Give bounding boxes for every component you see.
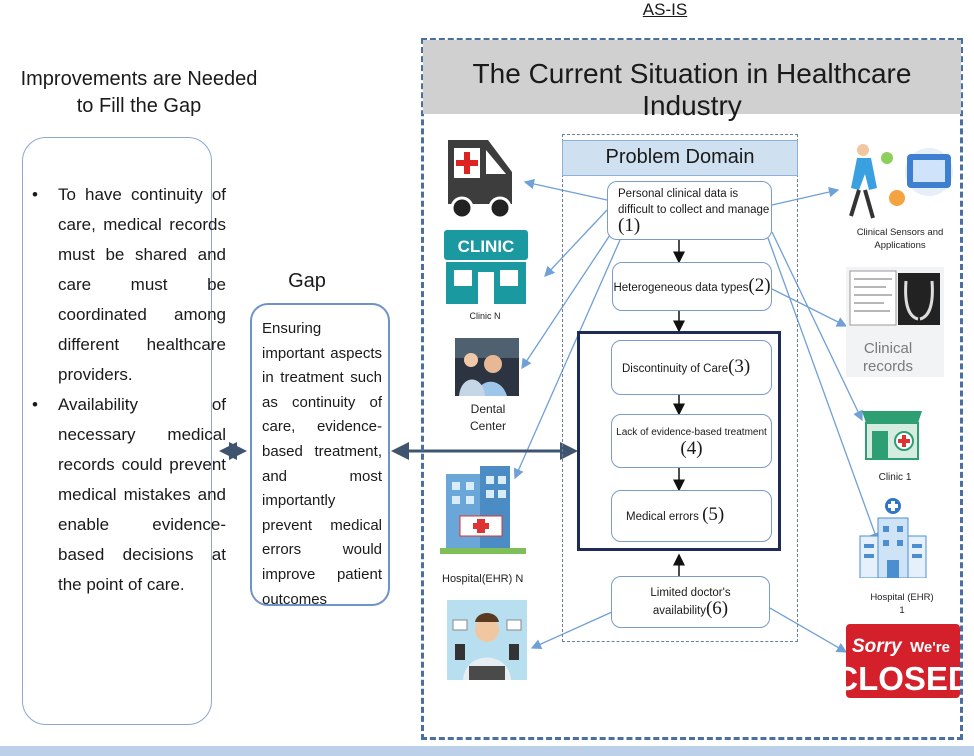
clinical-records-label: Clinical records	[862, 340, 914, 375]
clinical-records-icon	[846, 267, 944, 377]
as-is-label: AS-IS	[642, 0, 688, 19]
problem-node-1-num: (1)	[618, 214, 641, 236]
clinic-storefront-icon: CLINIC	[444, 230, 528, 304]
core-problems-box	[577, 331, 781, 551]
problem-node-4: Lack of evidence-based treatment (4)	[611, 414, 772, 468]
were-text: We're	[910, 639, 950, 656]
problem-domain-title: Problem Domain	[605, 146, 755, 168]
problem-node-3-text: Discontinuity of Care	[622, 362, 729, 375]
gap-box	[250, 303, 390, 606]
improvement-item: Availability of necessary medical record…	[32, 390, 226, 600]
sensors-label: Clinical Sensors and Applications	[856, 227, 944, 251]
busy-doctor-icon	[447, 600, 527, 680]
problem-node-5-text: Medical errors	[626, 511, 699, 523]
problem-domain-region	[562, 134, 798, 642]
bottom-band	[0, 746, 974, 756]
problem-node-2: Heterogeneous data types(2)	[612, 262, 772, 311]
sorry-closed-sign: Sorry We're CLOSED	[846, 624, 960, 698]
closed-text: CLOSED	[846, 660, 960, 697]
hospital-1-label: Hospital (EHR) 1	[862, 591, 942, 617]
clinic-1-label: Clinic 1	[878, 472, 912, 483]
hospital-n-label: Hospital(EHR) N	[442, 573, 524, 585]
improvements-list: To have continuity of care, medical reco…	[30, 180, 226, 600]
hospital-icon	[859, 498, 927, 578]
sensors-icon	[849, 144, 953, 219]
header-band	[423, 40, 961, 114]
dental-photo	[455, 338, 519, 396]
sorry-text: Sorry	[852, 636, 903, 657]
ambulance-icon	[448, 140, 512, 220]
problem-node-2-num: (2)	[748, 274, 771, 296]
as-is-frame	[421, 38, 963, 740]
situation-header: The Current Situation in Healthcare Indu…	[472, 58, 912, 121]
records-image-icon	[849, 270, 940, 326]
problem-domain-box	[562, 140, 798, 176]
hospital-building-icon	[440, 466, 526, 554]
dental-center-label: Dental Center	[469, 402, 507, 433]
problem-node-3-num: (3)	[728, 355, 751, 377]
improvement-item: To have continuity of care, medical reco…	[32, 180, 226, 390]
clinic-sign-text: CLINIC	[458, 237, 515, 256]
improvements-title-line2: to Fill the Gap	[76, 95, 202, 117]
problem-node-3: Discontinuity of Care(3)	[611, 340, 772, 395]
problem-node-5-num: (5)	[702, 504, 725, 525]
improvements-title: Improvements are Needed to Fill the Gap	[14, 66, 264, 120]
problem-node-6: Limited doctor's availability(6)	[611, 576, 770, 628]
node1-arrows	[513, 178, 880, 653]
problem-node-1-text: Personal clinical data is difficult to c…	[618, 187, 770, 216]
problem-node-5: Medical errors (5)	[611, 490, 772, 542]
hospital-1-index: 1	[899, 605, 905, 616]
improvements-title-line1: Improvements are Needed	[20, 68, 258, 90]
problem-node-4-text: Lack of evidence-based treatment	[616, 427, 767, 438]
problem-node-2-text: Heterogeneous data types	[613, 281, 749, 294]
clinic-n-label: Clinic N	[469, 311, 501, 321]
hospital-1-name: Hospital (EHR)	[870, 592, 934, 603]
problem-node-1: Personal clinical data is difficult to c…	[607, 181, 772, 240]
gap-title: Gap	[288, 270, 326, 292]
problem-node-6-text: Limited doctor's availability	[650, 587, 731, 617]
problem-node-4-num: (4)	[680, 438, 703, 459]
clinic-icon	[862, 411, 922, 460]
problem-node-6-num: (6)	[705, 598, 729, 619]
gap-text: Ensuring important aspects in treatment …	[262, 320, 382, 608]
